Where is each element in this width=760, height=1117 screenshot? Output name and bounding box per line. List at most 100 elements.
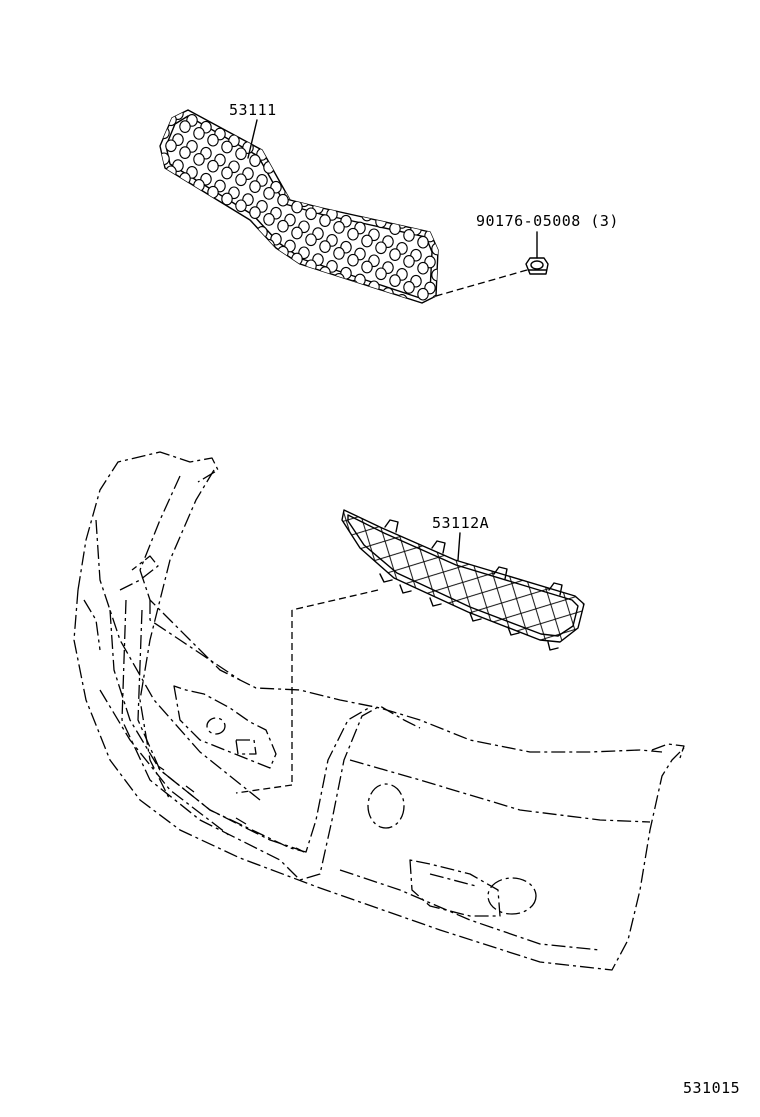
grille-hole [368, 202, 380, 216]
grille-hole [411, 327, 421, 339]
grille-hole [326, 182, 338, 195]
leader-line [247, 119, 258, 159]
grille-hole [172, 211, 184, 224]
grille-hole [403, 255, 415, 268]
grille-hole [193, 205, 205, 218]
grille-hole [179, 198, 191, 211]
grille-hole [403, 281, 415, 294]
upper-grille-part-number: 53111 [229, 101, 277, 119]
grille-hole [249, 154, 261, 167]
grille-hole [277, 167, 289, 181]
grille-hole [431, 242, 438, 256]
grille-hole [354, 299, 366, 303]
grille-hole [446, 250, 456, 262]
grille-hole [284, 265, 296, 279]
grille-hole [186, 218, 198, 231]
grille-hole [333, 195, 345, 208]
grille-hole [249, 232, 261, 245]
grille-hole [277, 219, 289, 233]
grille-hole [235, 147, 247, 161]
grille-hole [291, 174, 303, 188]
grille-hole [361, 234, 373, 248]
grille-hole [389, 300, 401, 303]
grille-hole [160, 184, 163, 198]
bumper-outline [73, 451, 685, 971]
grille-hole [369, 307, 379, 319]
grille-hole [354, 273, 366, 287]
grille-hole [193, 127, 205, 140]
grille-hole [418, 314, 428, 326]
grille-hole [160, 110, 170, 114]
clip-drawing [435, 231, 549, 297]
grille-hole [160, 158, 163, 172]
grille-hole [312, 175, 324, 188]
grille-hole [145, 172, 155, 184]
grille-hole [333, 221, 345, 234]
grille-hole [305, 259, 317, 273]
grille-hole [375, 241, 387, 255]
grille-hole [256, 252, 268, 265]
grille-hole [446, 328, 456, 340]
grille-hole [333, 247, 345, 260]
grille-hole [347, 201, 359, 215]
grille-hole [417, 261, 429, 275]
grille-hole [200, 198, 212, 212]
grille-hole [439, 341, 449, 353]
grille-hole [263, 161, 275, 174]
grille-hole [221, 192, 233, 206]
grille-hole [249, 180, 261, 193]
lower-grille-drawing [235, 509, 585, 794]
grille-hole [145, 120, 155, 132]
grille-hole [291, 252, 303, 266]
upper-grille-drawing [145, 109, 456, 353]
clip-part-number: 90176-05008 (3) [476, 212, 619, 230]
grille-hole [446, 276, 456, 288]
grille-hole [145, 198, 155, 210]
grille-hole [431, 294, 438, 303]
grille-hole [263, 187, 275, 200]
leader-line [457, 532, 461, 561]
grille-hole [221, 140, 233, 154]
lower-grille-part-number: 53112A [432, 514, 490, 532]
grille-hole [277, 193, 289, 207]
grille-hole [410, 300, 422, 303]
grille-hole [242, 219, 254, 232]
grille-hole [347, 253, 359, 267]
grille-hole [298, 168, 310, 182]
grille-hole [446, 302, 456, 314]
grille-hole [200, 224, 212, 238]
grille-hole [439, 315, 449, 327]
grille-hole [221, 166, 233, 180]
grille-hole [235, 199, 247, 213]
grille-hole [403, 229, 415, 242]
grille-hole [160, 204, 170, 218]
grille-hole [354, 195, 366, 209]
grille-hole [160, 126, 170, 140]
grille-hole [207, 185, 219, 199]
grille-hole [228, 212, 240, 226]
grille-hole [228, 238, 240, 252]
grille-hole [439, 237, 449, 249]
grille-hole [319, 240, 331, 253]
grille-hole [214, 231, 226, 245]
grille-hole [270, 154, 282, 168]
grille-hole [207, 159, 219, 173]
grille-hole [160, 152, 170, 166]
grille-hole [361, 208, 373, 222]
grille-hole [165, 191, 177, 205]
grille-hole [305, 207, 317, 221]
grille-hole [425, 308, 435, 320]
diagram-code: 531015 [683, 1079, 741, 1097]
grille-hole [145, 146, 155, 158]
grille-hole [397, 321, 407, 333]
grille-hole [396, 294, 408, 303]
grille-hole [193, 153, 205, 166]
grille-hole [319, 188, 331, 201]
grille-hole [340, 188, 352, 202]
grille-hole [284, 161, 296, 175]
grille-hole [263, 213, 275, 226]
grille-hole [160, 178, 170, 192]
grille-hole [249, 206, 261, 219]
grille-hole [179, 120, 191, 133]
